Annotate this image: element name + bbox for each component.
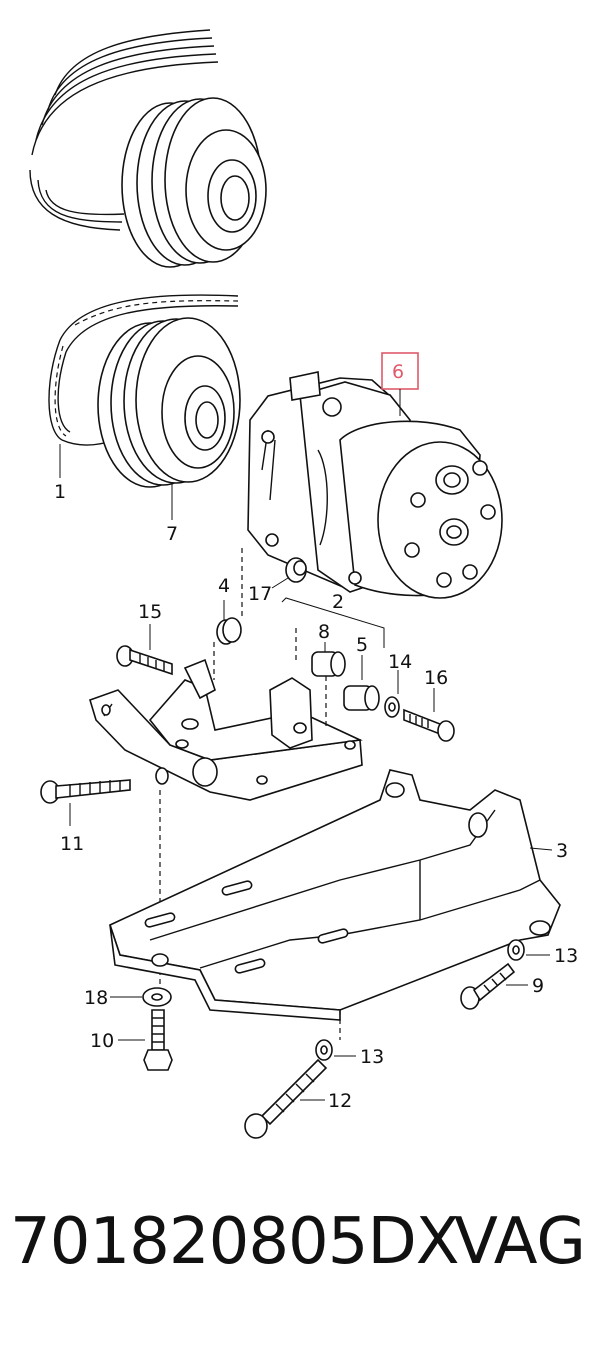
callout-18: 18 [84, 987, 108, 1009]
bolt-part-16 [403, 708, 455, 742]
callout-9: 9 [532, 975, 544, 997]
upper-belt [29, 29, 219, 231]
nut-part-17 [285, 557, 307, 583]
bush-part-4 [216, 617, 242, 645]
callout-6: 6 [392, 361, 404, 383]
upper-bracket-plate [89, 658, 363, 801]
callout-3: 3 [556, 840, 568, 862]
washer-part-13-right [507, 939, 525, 961]
upper-pulley [121, 97, 267, 268]
callout-5: 5 [356, 634, 368, 656]
belt-part-1 [48, 294, 239, 446]
callout-8: 8 [318, 621, 330, 643]
callout-1: 1 [54, 481, 66, 503]
callout-7: 7 [166, 523, 178, 545]
washer-part-13-bottom [315, 1039, 333, 1061]
bolt-part-10 [143, 1009, 173, 1071]
callout-13-bottom: 13 [360, 1046, 384, 1068]
callout-17: 17 [248, 583, 272, 605]
bolt-part-11 [40, 779, 131, 804]
callout-14: 14 [388, 651, 412, 673]
washer-part-14 [384, 696, 400, 718]
main-bracket-part-3 [109, 769, 561, 1021]
bush-part-5 [343, 685, 380, 711]
washer-part-18 [142, 987, 172, 1007]
callout-16: 16 [424, 667, 448, 689]
part-number: 701820805DX [10, 1205, 460, 1279]
footer: 701820805DX VAG [0, 1205, 600, 1315]
bolt-part-9 [460, 962, 516, 1010]
sleeve-part-8 [311, 651, 346, 677]
callout-13-right: 13 [554, 945, 578, 967]
bolt-part-15 [116, 645, 173, 676]
callout-15: 15 [138, 601, 162, 623]
callout-12: 12 [328, 1090, 352, 1112]
compressor-part-6 [247, 371, 503, 599]
parts-diagram: 1 7 6 4 17 2 15 8 5 14 16 11 3 13 9 18 1… [29, 29, 578, 1139]
callout-10: 10 [90, 1030, 114, 1052]
callout-11: 11 [60, 833, 84, 855]
brand-name: VAG [454, 1205, 586, 1279]
callout-2: 2 [332, 591, 344, 613]
pulley-part-7 [97, 317, 241, 488]
bolt-part-12 [244, 1058, 328, 1139]
callout-4: 4 [218, 575, 230, 597]
